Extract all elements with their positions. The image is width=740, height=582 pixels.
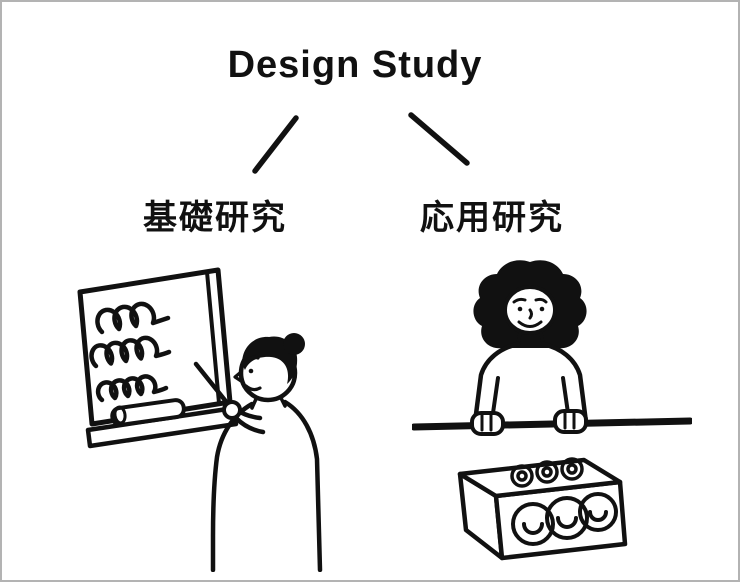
coils-on-front bbox=[511, 492, 618, 546]
researcher-hair-bun bbox=[283, 333, 305, 355]
work-table bbox=[412, 417, 692, 431]
marker-tray bbox=[85, 405, 239, 449]
researcher-hand bbox=[222, 400, 242, 420]
researcher-face bbox=[233, 355, 262, 392]
diagram-title: Design Study bbox=[227, 44, 483, 86]
connector-line-left bbox=[252, 115, 299, 174]
applied-research-illustration bbox=[412, 260, 692, 561]
researcher2-torso bbox=[472, 331, 589, 425]
researcher2-face bbox=[512, 297, 548, 328]
coil-box bbox=[457, 457, 628, 561]
branch-label-basic-research: 基礎研究 bbox=[143, 199, 287, 237]
basic-research-illustration bbox=[77, 267, 323, 572]
marker-end bbox=[113, 405, 127, 425]
researcher2-hands bbox=[470, 409, 588, 436]
researcher-hair bbox=[242, 336, 298, 384]
researcher-torso bbox=[210, 396, 323, 572]
pointer-pen bbox=[193, 361, 231, 407]
coils-in-opening bbox=[510, 457, 584, 488]
whiteboard-edge-line bbox=[205, 270, 221, 405]
board-loop-doodles bbox=[89, 301, 172, 403]
connector-line-right bbox=[408, 112, 470, 166]
marker bbox=[110, 398, 186, 427]
branch-label-applied-research: 応用研究 bbox=[420, 199, 564, 237]
